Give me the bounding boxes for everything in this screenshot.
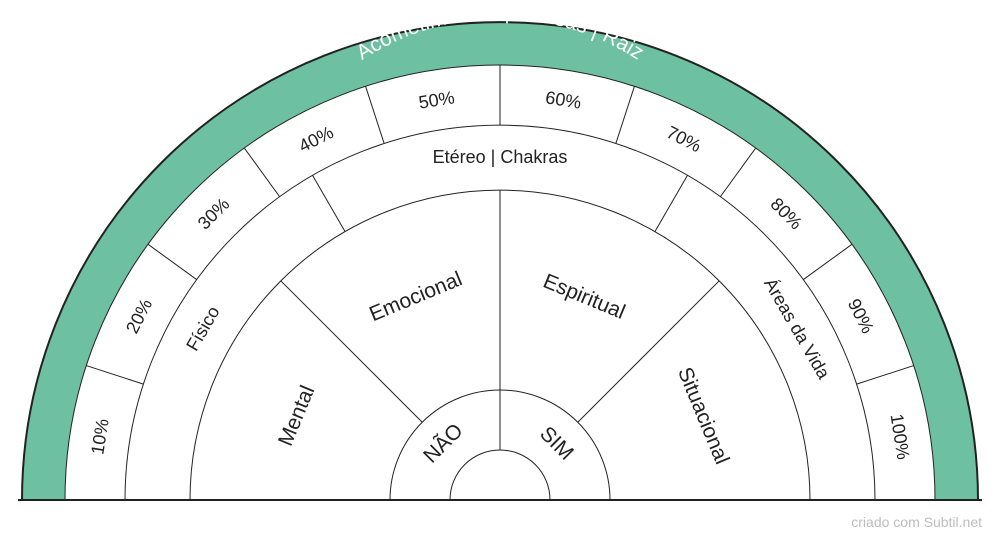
percent-divider <box>856 365 914 385</box>
percent-divider <box>803 243 853 280</box>
credit-text: criado com Subtil.net <box>851 514 982 530</box>
inner-divider <box>280 280 423 423</box>
hub-border <box>449 449 551 501</box>
label-etereo-chakras: Etéreo | Chakras <box>433 147 568 167</box>
percent-divider <box>86 365 144 385</box>
middle-divider <box>654 174 688 232</box>
percent-divider <box>243 147 280 197</box>
percent-divider <box>365 86 385 144</box>
percent-divider <box>720 147 757 197</box>
middle-divider <box>312 174 346 232</box>
percent-divider <box>147 243 197 280</box>
percent-divider <box>615 86 635 144</box>
sector-dividers <box>86 65 914 450</box>
inner-divider <box>577 280 720 423</box>
